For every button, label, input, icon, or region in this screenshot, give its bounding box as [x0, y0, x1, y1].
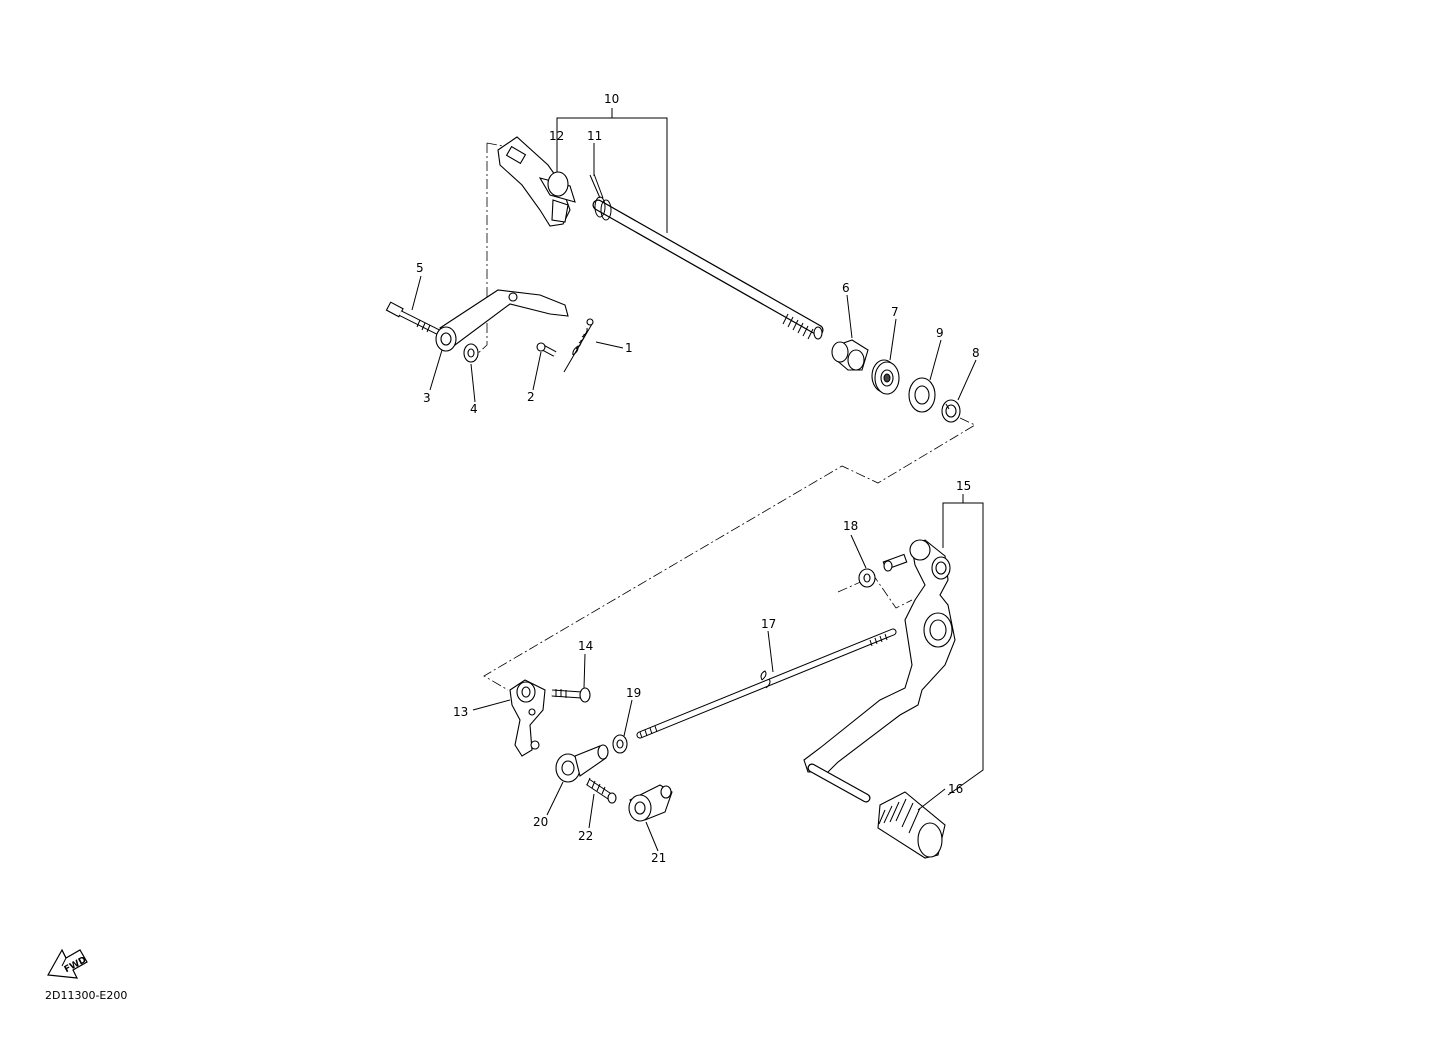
- leader-lines: [411, 143, 977, 852]
- part-label-11: 11: [587, 129, 602, 143]
- part-label-14: 14: [578, 639, 593, 653]
- bolt-5: [385, 301, 442, 336]
- part-label-20: 20: [533, 815, 548, 829]
- collar-6: [831, 339, 869, 371]
- circlip-8: [941, 399, 961, 423]
- shaft-hardware: [831, 339, 961, 423]
- shift-shaft: [497, 136, 824, 340]
- part-label-7: 7: [891, 305, 899, 319]
- shaft-spring: [589, 173, 612, 221]
- lower-linkage: [509, 679, 673, 822]
- fwd-arrow-icon: FWD: [47, 948, 88, 979]
- part-label-21: 21: [651, 851, 666, 865]
- part-label-3: 3: [423, 391, 431, 405]
- part-label-8: 8: [972, 346, 980, 360]
- shift-rod: [612, 628, 897, 754]
- part-label-18: 18: [843, 519, 858, 533]
- shift-pedal-assembly: [803, 539, 956, 859]
- part-label-13: 13: [453, 705, 468, 719]
- part-label-12: 12: [549, 129, 564, 143]
- part-label-2: 2: [527, 390, 535, 404]
- screw-2: [536, 342, 557, 357]
- part-label-4: 4: [470, 402, 478, 416]
- shaft-spline-end: [782, 313, 823, 340]
- part-label-17: 17: [761, 617, 776, 631]
- part-label-15: 15: [956, 479, 971, 493]
- part-number-labels: 1 2 3 4 5 6 7 8 9 10 11 12 13 14 15 16 1…: [416, 92, 980, 865]
- assembly-boundary-lines: [475, 142, 976, 691]
- part-label-5: 5: [416, 261, 424, 275]
- pedal-rubber-16: [877, 791, 946, 859]
- drawing-code: 2D11300-E200: [45, 989, 127, 1002]
- part-label-6: 6: [842, 281, 850, 295]
- bearing-7: [871, 359, 900, 395]
- stopper-lever-assembly: [385, 289, 594, 373]
- part-label-22: 22: [578, 829, 593, 843]
- stopper-spring-1: [563, 318, 594, 373]
- washer-9: [908, 377, 936, 413]
- part-label-10: 10: [604, 92, 619, 106]
- part-label-19: 19: [626, 686, 641, 700]
- part-label-1: 1: [625, 341, 633, 355]
- part-label-9: 9: [936, 326, 944, 340]
- part-label-16: 16: [948, 782, 963, 796]
